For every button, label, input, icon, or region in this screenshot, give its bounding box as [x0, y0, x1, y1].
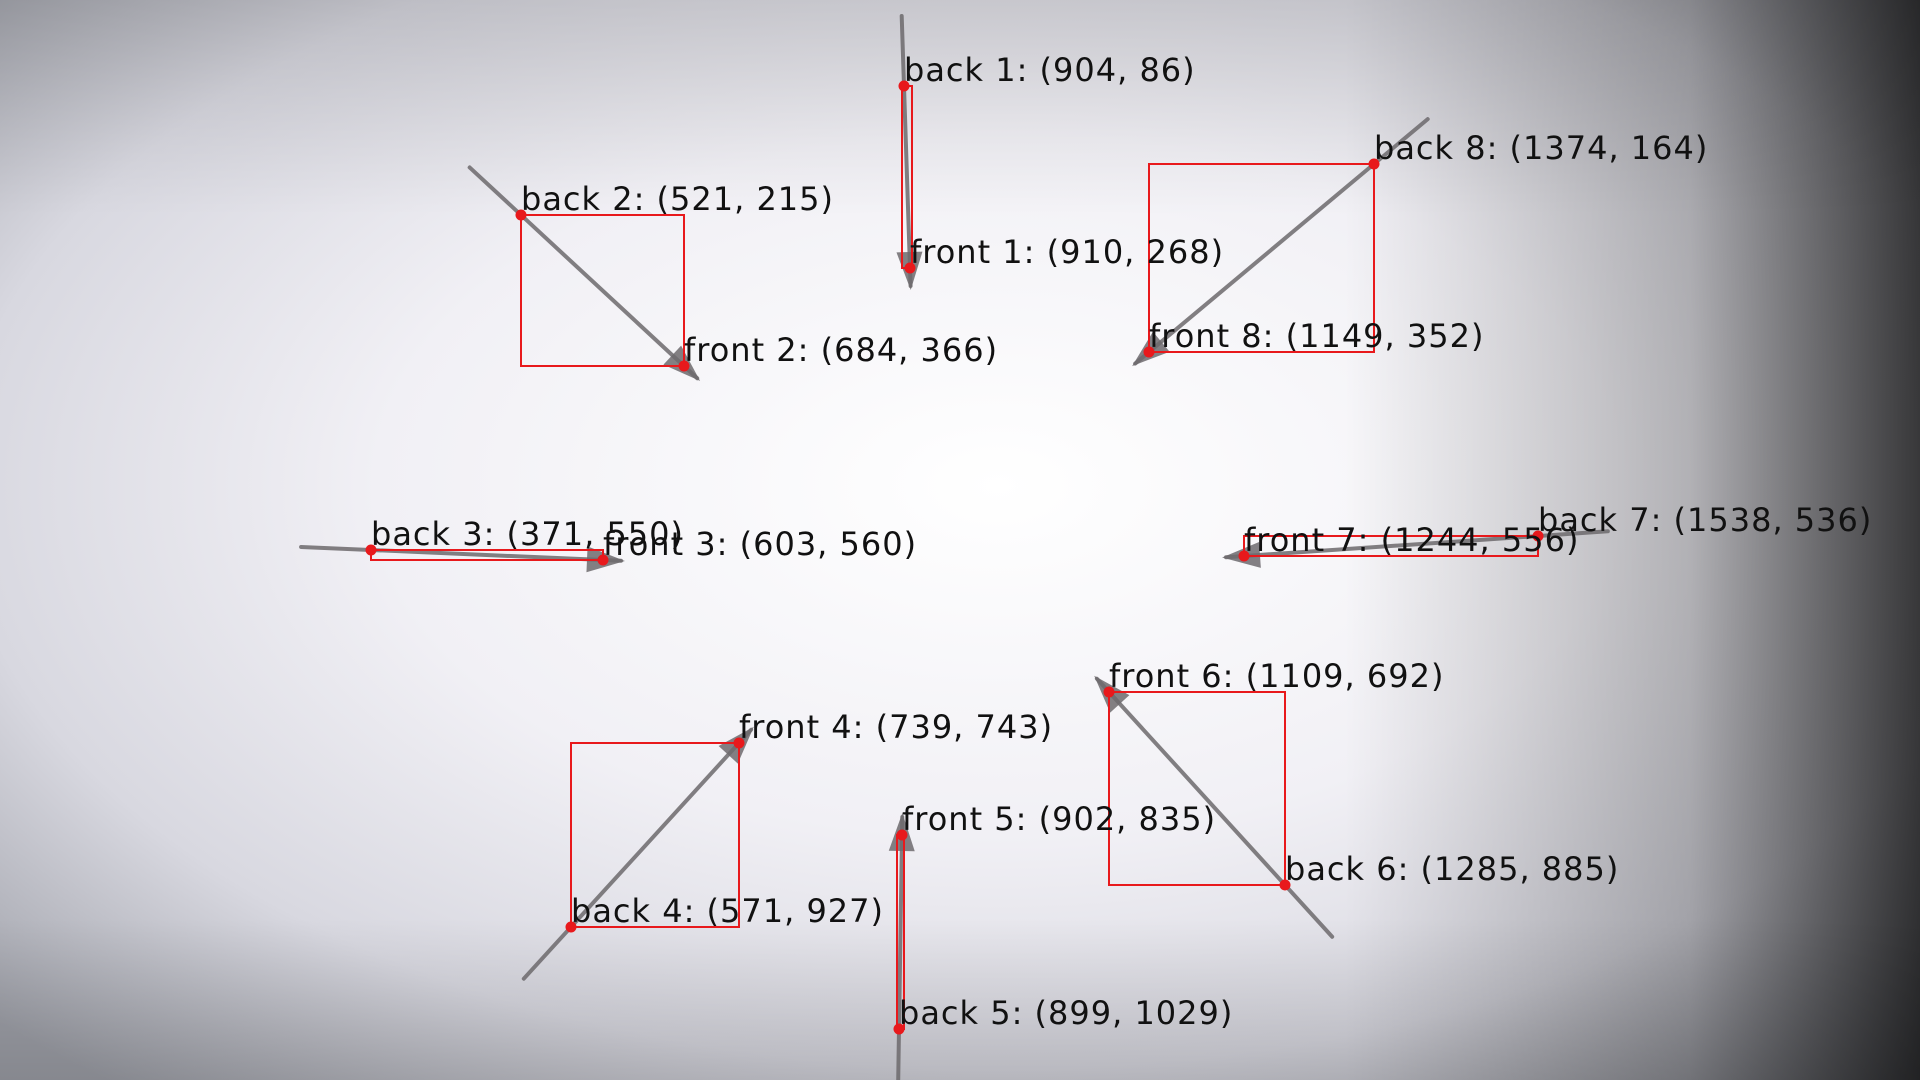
- arrow-5-shaft: [896, 815, 905, 1080]
- bbox-6: [1108, 691, 1286, 886]
- front-label-5: front 5: (902, 835): [902, 800, 1216, 838]
- front-point-8: [1143, 346, 1155, 358]
- back-point-7: [1532, 530, 1544, 542]
- arrow-1-shaft: [899, 14, 913, 288]
- back-point-3: [365, 544, 377, 556]
- front-point-3: [597, 554, 609, 566]
- arrow-4-shaft: [521, 727, 754, 981]
- bbox-4: [570, 742, 740, 928]
- back-point-1: [898, 80, 910, 92]
- bbox-7: [1243, 535, 1539, 557]
- front-point-7: [1238, 550, 1250, 562]
- arrow-7-shaft: [1224, 529, 1610, 560]
- front-label-7: front 7: (1244, 556): [1244, 521, 1579, 559]
- front-label-3: front 3: (603, 560): [603, 525, 917, 563]
- arrow-3-shaft: [299, 544, 623, 563]
- bbox-8: [1148, 163, 1375, 353]
- arrow-2-shaft: [467, 165, 700, 381]
- front-label-4: front 4: (739, 743): [739, 708, 1053, 746]
- back-point-8: [1368, 158, 1380, 170]
- back-label-2: back 2: (521, 215): [521, 180, 834, 218]
- front-point-5: [896, 829, 908, 841]
- back-point-6: [1279, 879, 1291, 891]
- front-point-4: [733, 737, 745, 749]
- back-label-6: back 6: (1285, 885): [1285, 850, 1619, 888]
- front-label-8: front 8: (1149, 352): [1149, 317, 1484, 355]
- arrow-6-shaft: [1094, 676, 1335, 939]
- front-label-1: front 1: (910, 268): [910, 233, 1224, 271]
- front-label-2: front 2: (684, 366): [684, 331, 998, 369]
- back-label-8: back 8: (1374, 164): [1374, 129, 1708, 167]
- back-label-1: back 1: (904, 86): [904, 51, 1196, 89]
- front-point-1: [904, 262, 916, 274]
- keypoints: [365, 80, 1544, 1035]
- back-label-4: back 4: (571, 927): [571, 892, 884, 930]
- coordinate-labels: front 1: (910, 268) back 1: (904, 86) fron…: [371, 51, 1872, 1032]
- front-point-6: [1103, 686, 1115, 698]
- back-point-4: [565, 921, 577, 933]
- back-point-5: [893, 1023, 905, 1035]
- back-label-3: back 3: (371, 550): [371, 515, 684, 553]
- bbox-2: [520, 214, 685, 367]
- back-label-5: back 5: (899, 1029): [899, 994, 1233, 1032]
- back-point-2: [515, 209, 527, 221]
- front-point-2: [678, 360, 690, 372]
- front-label-6: front 6: (1109, 692): [1109, 657, 1444, 695]
- arrow-8-shaft: [1133, 117, 1430, 366]
- back-label-7: back 7: (1538, 536): [1538, 501, 1872, 539]
